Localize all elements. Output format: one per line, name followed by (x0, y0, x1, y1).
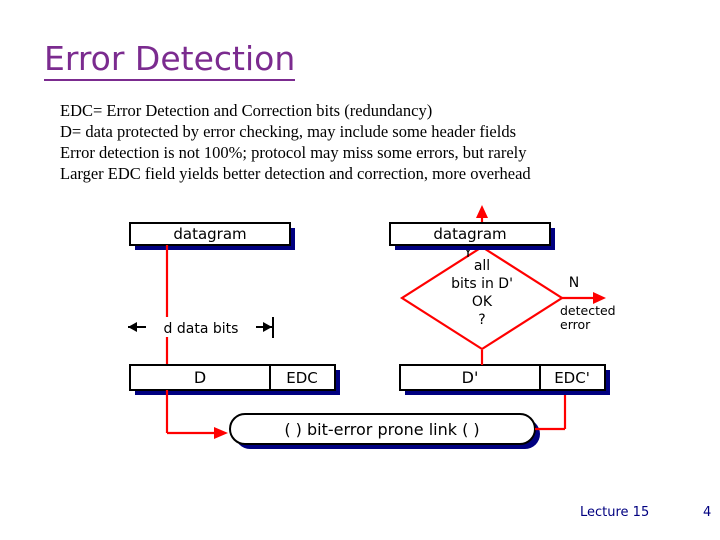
datagram-left-label: datagram (173, 225, 246, 243)
no-branch-arrowhead (593, 292, 606, 304)
detected-error-line2: error (560, 317, 591, 332)
decision-label-line1: all (474, 258, 490, 274)
bullet-item: Larger EDC field yields better detection… (60, 164, 531, 183)
no-label: N (569, 275, 579, 291)
edc-left-label: EDC (286, 369, 318, 387)
decision-label-line4: ? (478, 312, 485, 328)
d-right-box (399, 364, 541, 391)
d-right-label: D' (462, 368, 479, 387)
bullet-item: EDC= Error Detection and Correction bits… (60, 101, 433, 120)
yes-branch-arrowhead (476, 205, 488, 218)
decision-label-line2: bits in D' (451, 276, 513, 292)
bullet-item: D= data protected by error checking, may… (60, 122, 516, 141)
link-label: ( ) bit-error prone link ( ) (284, 420, 479, 439)
edc-right-box (539, 364, 606, 391)
datagram-right-box (389, 222, 551, 246)
datagram-left-box (129, 222, 291, 246)
edc-left-box (269, 364, 336, 391)
footer-lecture-label: Lecture 15 (580, 505, 650, 520)
bullet-list: EDC= Error Detection and Correction bits… (60, 100, 680, 184)
decision-label-line3: OK (472, 294, 493, 310)
left-to-link-arrowhead (214, 427, 228, 439)
detected-error-line1: detected (560, 303, 616, 318)
d-data-bits-measure: d data bits (128, 317, 274, 338)
yes-label: Y (463, 245, 473, 261)
page-title: Error Detection (44, 41, 296, 81)
error-detection-diagram: datagram d data bits D EDC (110, 205, 650, 470)
d-left-label: D (194, 368, 206, 387)
bullet-item: Error detection is not 100%; protocol ma… (60, 143, 527, 162)
datagram-right-label: datagram (433, 225, 506, 243)
d-left-box (129, 364, 271, 391)
footer-page-number: 4 (703, 505, 712, 520)
decision-diamond (399, 245, 565, 351)
edc-right-label: EDC' (554, 369, 590, 387)
d-data-bits-label: d data bits (164, 321, 239, 337)
